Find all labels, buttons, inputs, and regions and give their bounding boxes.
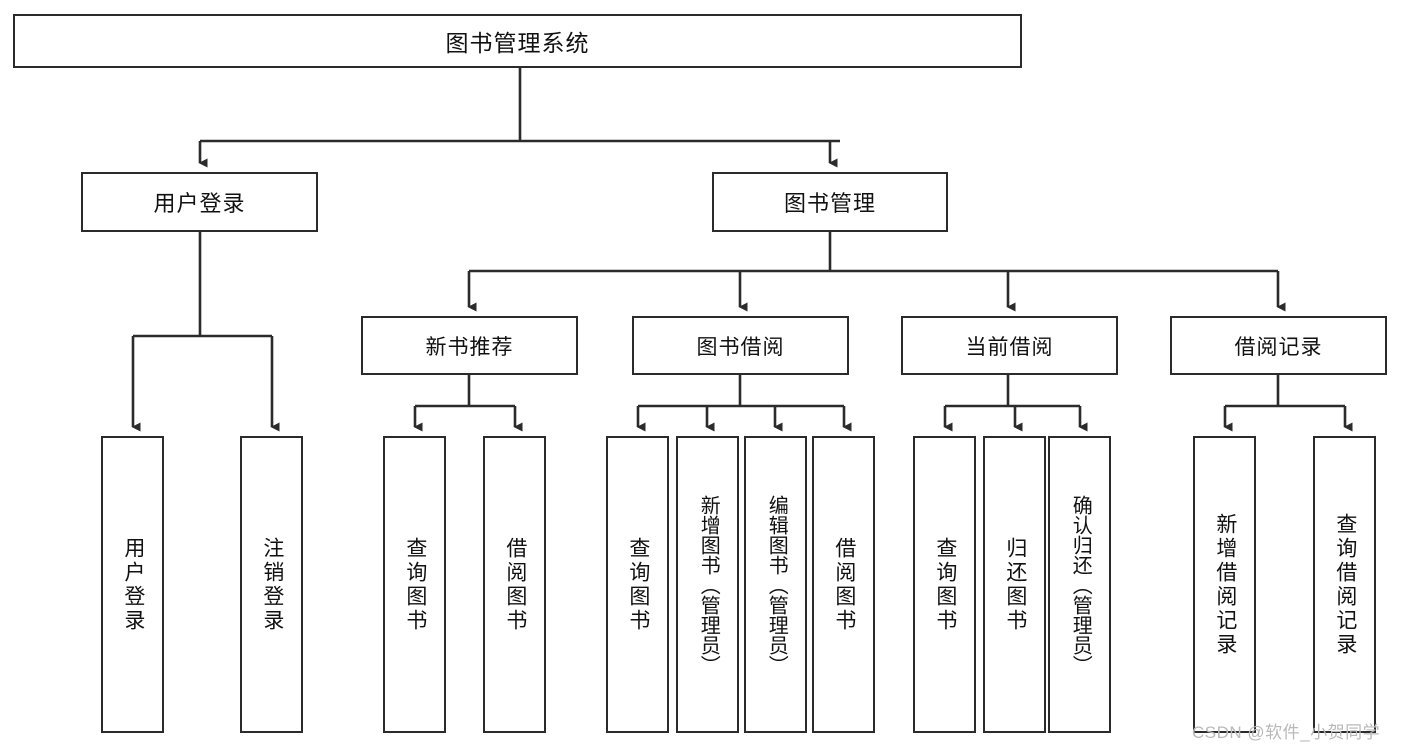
node-current-borrow[interactable]: 当前借阅	[901, 316, 1118, 375]
node-leaf-add-borrow-record-label: 新增借阅记录	[1213, 512, 1237, 657]
node-leaf-logout[interactable]: 注销登录	[240, 436, 303, 733]
node-leaf-add-borrow-record[interactable]: 新增借阅记录	[1193, 436, 1256, 733]
node-root-label: 图书管理系统	[445, 30, 590, 56]
node-borrow-record-label: 借阅记录	[1234, 335, 1323, 359]
node-leaf-query-book-2[interactable]: 查询图书	[606, 436, 669, 733]
node-book-borrow[interactable]: 图书借阅	[632, 316, 849, 375]
node-leaf-borrow-book-1-label: 借阅图书	[503, 536, 527, 633]
node-user-login[interactable]: 用户登录	[81, 172, 318, 232]
node-leaf-borrow-book-2-label: 借阅图书	[832, 536, 856, 633]
node-borrow-record[interactable]: 借阅记录	[1170, 316, 1387, 375]
node-leaf-confirm-return-admin-label: 确认归还（管理员）	[1069, 494, 1092, 675]
node-leaf-query-borrow-record-label: 查询借阅记录	[1333, 512, 1357, 657]
node-leaf-user-login-label: 用户登录	[121, 536, 145, 633]
node-leaf-query-book-1-label: 查询图书	[403, 536, 427, 633]
node-leaf-query-book-2-label: 查询图书	[626, 536, 650, 633]
node-leaf-borrow-book-2[interactable]: 借阅图书	[812, 436, 875, 733]
node-leaf-return-book-label: 归还图书	[1003, 536, 1027, 633]
node-leaf-edit-book-admin-label: 编辑图书（管理员）	[765, 494, 788, 675]
node-new-book-recommend[interactable]: 新书推荐	[361, 316, 578, 375]
node-leaf-add-book-admin[interactable]: 新增图书（管理员）	[676, 436, 739, 733]
node-leaf-return-book[interactable]: 归还图书	[983, 436, 1046, 733]
node-current-borrow-label: 当前借阅	[965, 335, 1054, 359]
node-leaf-user-login[interactable]: 用户登录	[101, 436, 164, 733]
node-leaf-query-book-1[interactable]: 查询图书	[383, 436, 446, 733]
node-root[interactable]: 图书管理系统	[13, 14, 1022, 68]
node-book-manage-label: 图书管理	[783, 191, 876, 216]
node-new-book-recommend-label: 新书推荐	[425, 335, 514, 359]
node-leaf-logout-label: 注销登录	[260, 536, 284, 633]
node-leaf-borrow-book-1[interactable]: 借阅图书	[483, 436, 546, 733]
node-user-login-label: 用户登录	[153, 191, 246, 216]
node-book-manage[interactable]: 图书管理	[712, 172, 948, 232]
node-leaf-query-borrow-record[interactable]: 查询借阅记录	[1313, 436, 1376, 733]
node-leaf-edit-book-admin[interactable]: 编辑图书（管理员）	[744, 436, 807, 733]
connectors	[131, 68, 1353, 432]
node-book-borrow-label: 图书借阅	[696, 335, 785, 359]
node-leaf-confirm-return-admin[interactable]: 确认归还（管理员）	[1048, 436, 1111, 733]
node-leaf-query-book-3[interactable]: 查询图书	[913, 436, 976, 733]
node-leaf-query-book-3-label: 查询图书	[933, 536, 957, 633]
node-leaf-add-book-admin-label: 新增图书（管理员）	[697, 494, 720, 675]
